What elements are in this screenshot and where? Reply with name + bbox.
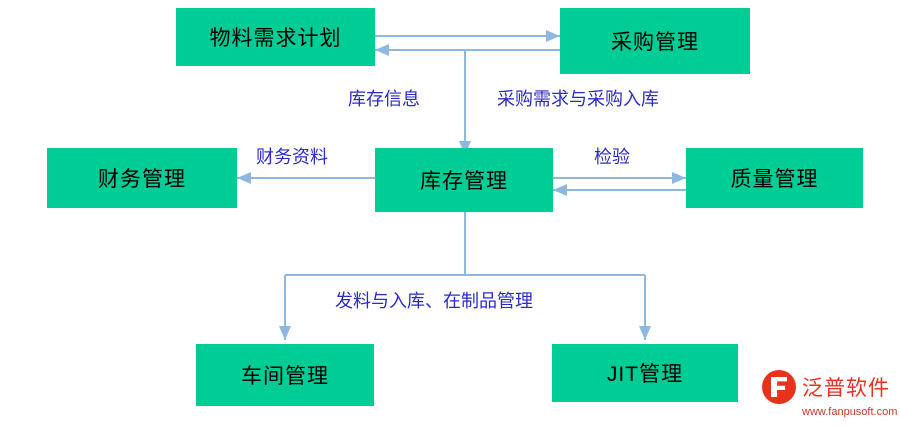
node-jit-label: JIT管理 xyxy=(606,363,684,386)
node-jit[interactable]: JIT管理 xyxy=(552,344,738,402)
node-mrp-label: 物料需求计划 xyxy=(209,27,342,50)
node-finance[interactable]: 财务管理 xyxy=(47,148,237,208)
edge-label-inspection: 检验 xyxy=(594,147,630,167)
node-inventory[interactable]: 库存管理 xyxy=(375,148,553,212)
edge-label-issue-wip: 发料与入库、在制品管理 xyxy=(335,291,533,311)
node-mrp[interactable]: 物料需求计划 xyxy=(176,8,375,66)
node-quality[interactable]: 质量管理 xyxy=(686,148,863,208)
edge-label-stock-info: 库存信息 xyxy=(348,89,420,109)
node-quality-label: 质量管理 xyxy=(730,168,819,191)
logo-url: www.fanpusoft.com xyxy=(802,406,898,418)
fanpu-logo-icon xyxy=(762,370,796,404)
node-inventory-label: 库存管理 xyxy=(420,170,508,193)
logo-row: 泛普软件 xyxy=(762,370,890,404)
logo-name: 泛普软件 xyxy=(802,377,890,400)
node-purchase-label: 采购管理 xyxy=(611,31,699,54)
brand-logo: 泛普软件 www.fanpusoft.com xyxy=(762,368,897,420)
node-workshop[interactable]: 车间管理 xyxy=(196,344,374,406)
edge-label-finance-data: 财务资料 xyxy=(256,147,328,167)
node-purchase[interactable]: 采购管理 xyxy=(560,8,750,74)
node-workshop-label: 车间管理 xyxy=(241,365,329,388)
edge-label-purchase-demand: 采购需求与采购入库 xyxy=(497,89,659,109)
node-finance-label: 财务管理 xyxy=(98,168,186,191)
